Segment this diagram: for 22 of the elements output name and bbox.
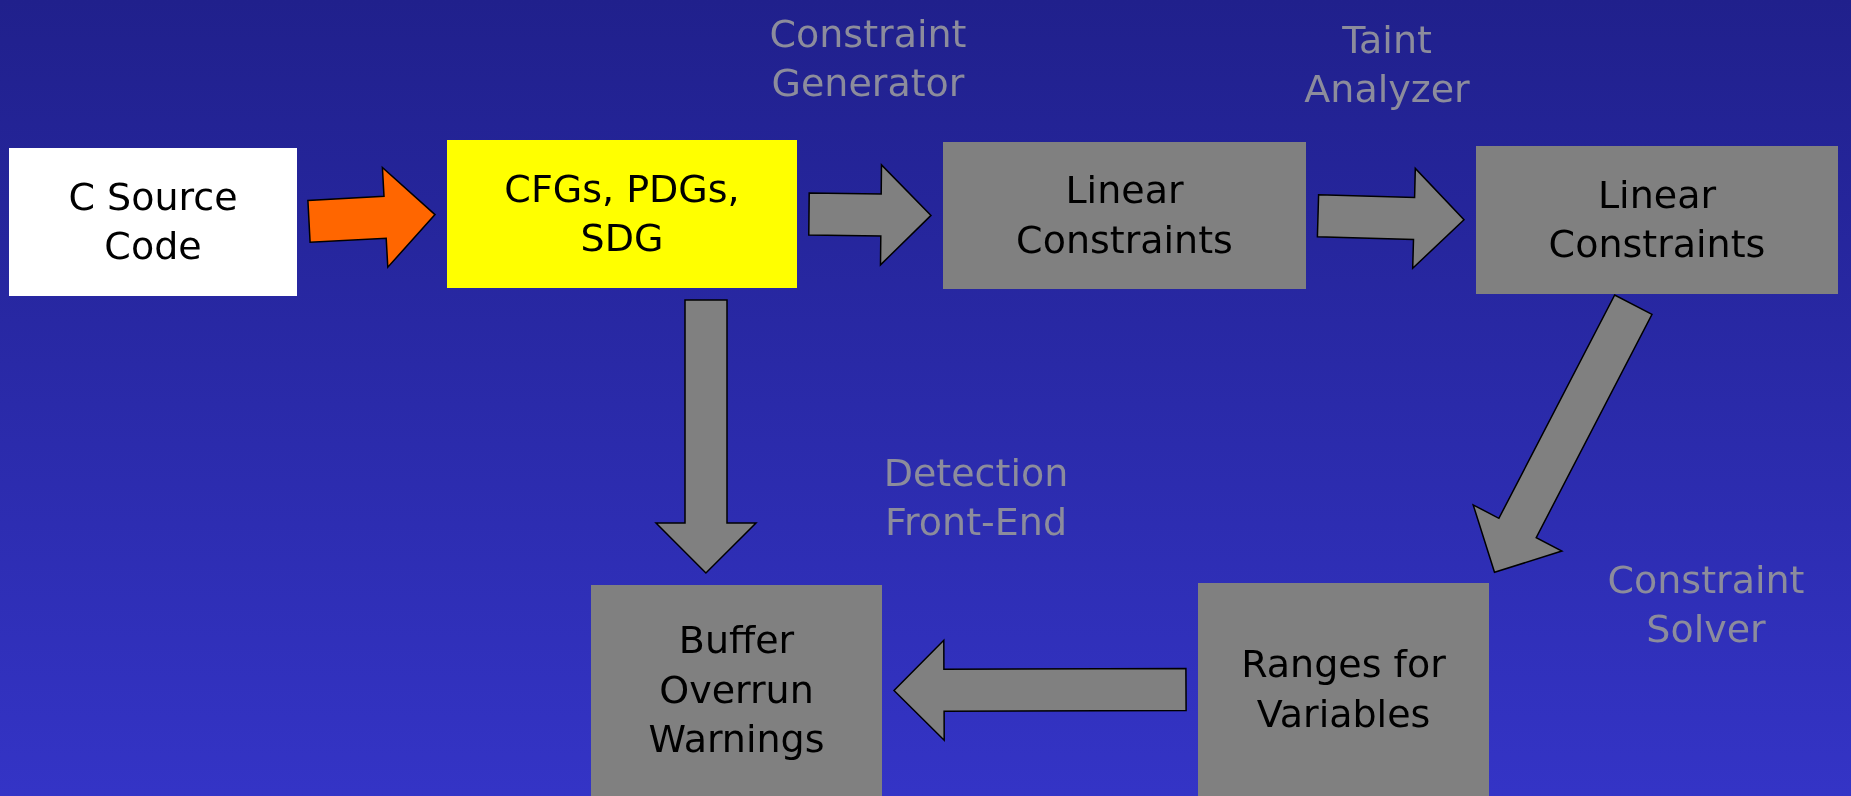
box-label: Ranges for Variables — [1240, 641, 1447, 738]
block-arrow — [1316, 166, 1466, 271]
edge-label: Constraint Solver — [1606, 556, 1806, 653]
process-box — [591, 585, 882, 796]
block-arrow — [654, 299, 758, 575]
process-box — [9, 148, 297, 296]
box-label: C Source Code — [67, 173, 239, 270]
box-label: Buffer Overrun Warnings — [647, 617, 826, 764]
edge-label: Detection Front-End — [882, 449, 1070, 546]
block-arrow — [307, 165, 437, 270]
process-box — [447, 140, 797, 288]
block-arrow — [808, 163, 933, 267]
edge-label: Taint Analyzer — [1303, 16, 1471, 113]
process-box — [1476, 146, 1838, 294]
process-box — [1198, 583, 1489, 796]
process-box — [943, 142, 1306, 289]
block-arrow — [1471, 294, 1653, 574]
edge-label: Constraint Generator — [768, 10, 968, 107]
block-arrow — [892, 638, 1187, 743]
box-label: Linear Constraints — [1015, 167, 1234, 264]
box-label: CFGs, PDGs, SDG — [503, 165, 741, 262]
box-label: Linear Constraints — [1547, 171, 1767, 268]
